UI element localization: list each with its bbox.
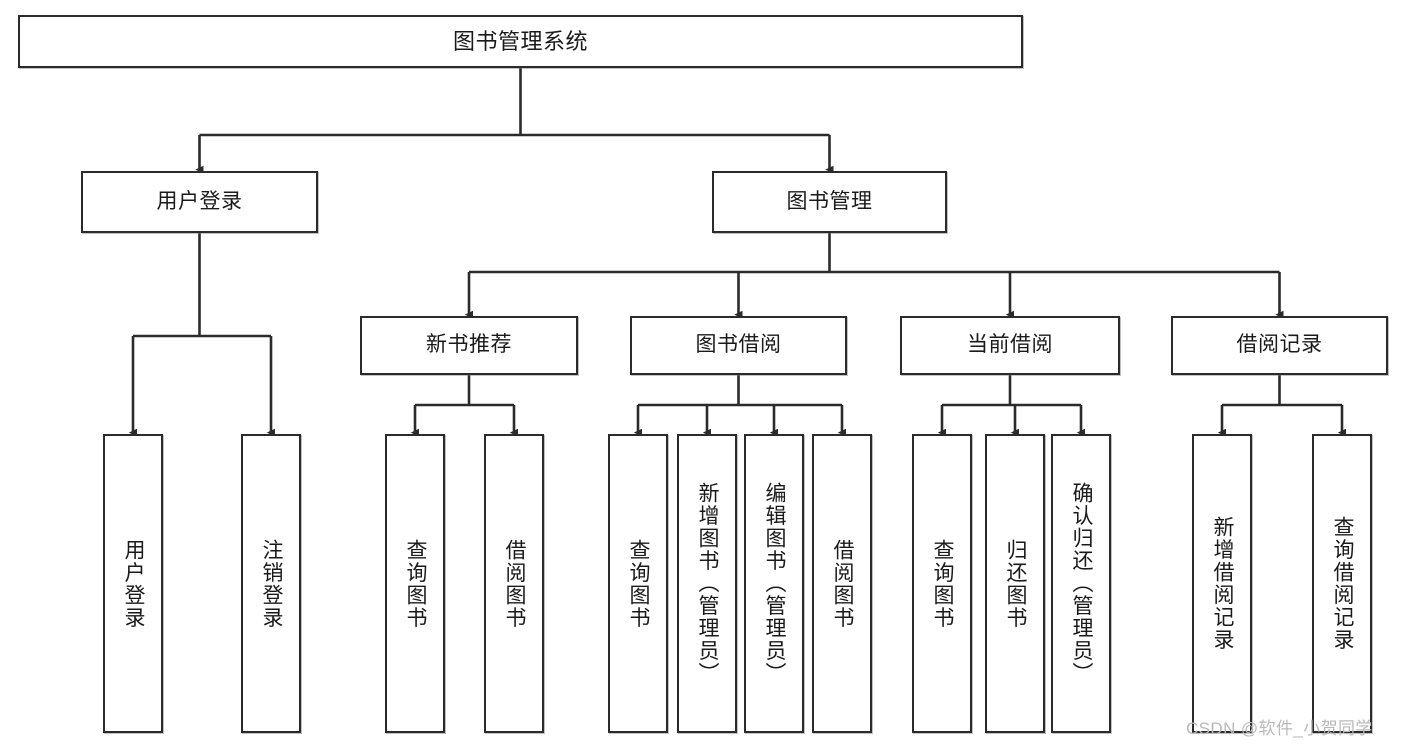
node-leaf-query-book-borrow[interactable]: 查询图书 [608,434,668,733]
node-leaf-query-book-current-label: 查询图书 [931,538,955,629]
node-user-login[interactable]: 用户登录 [81,171,318,233]
node-borrow-record-label: 借阅记录 [1236,333,1323,357]
node-leaf-add-borrow-record[interactable]: 新增借阅记录 [1192,434,1252,733]
node-leaf-query-book-recommend[interactable]: 查询图书 [385,434,445,733]
node-leaf-borrow-book-recommend[interactable]: 借阅图书 [484,434,544,733]
node-current-borrow-label: 当前借阅 [967,333,1053,357]
node-leaf-query-book-current[interactable]: 查询图书 [912,434,972,733]
node-root-label: 图书管理系统 [452,28,588,54]
node-new-book-recommend[interactable]: 新书推荐 [360,316,578,375]
node-leaf-edit-book-admin-label: 编辑图书（管理员） [763,482,787,685]
node-leaf-borrow-book-recommend-label: 借阅图书 [503,538,527,629]
node-leaf-edit-book-admin[interactable]: 编辑图书（管理员） [744,434,804,733]
node-user-login-label: 用户登录 [156,189,243,213]
node-leaf-return-book[interactable]: 归还图书 [985,434,1045,733]
node-leaf-borrow-book-label: 借阅图书 [831,538,855,629]
node-new-book-recommend-label: 新书推荐 [426,333,512,357]
node-leaf-add-borrow-record-label: 新增借阅记录 [1211,516,1235,651]
node-leaf-query-book-recommend-label: 查询图书 [404,538,428,629]
node-leaf-query-borrow-record[interactable]: 查询借阅记录 [1312,434,1372,733]
node-leaf-return-book-label: 归还图书 [1004,538,1028,629]
node-leaf-borrow-book[interactable]: 借阅图书 [812,434,872,733]
node-leaf-user-logout-label: 注销登录 [260,538,284,629]
node-book-management-label: 图书管理 [786,189,873,213]
node-book-borrow[interactable]: 图书借阅 [630,316,847,375]
node-book-management[interactable]: 图书管理 [712,171,947,233]
node-leaf-user-login-label: 用户登录 [122,538,146,629]
node-leaf-add-book-admin-label: 新增图书（管理员） [696,482,720,685]
node-leaf-query-borrow-record-label: 查询借阅记录 [1331,516,1355,651]
node-leaf-user-login[interactable]: 用户登录 [103,434,163,733]
node-leaf-query-book-borrow-label: 查询图书 [627,538,651,629]
node-leaf-user-logout[interactable]: 注销登录 [241,434,301,733]
node-leaf-add-book-admin[interactable]: 新增图书（管理员） [677,434,737,733]
node-current-borrow[interactable]: 当前借阅 [900,316,1120,375]
node-borrow-record[interactable]: 借阅记录 [1171,316,1388,375]
node-book-borrow-label: 图书借阅 [695,333,782,357]
node-root[interactable]: 图书管理系统 [18,15,1023,68]
node-leaf-confirm-return-admin[interactable]: 确认归还（管理员） [1051,434,1111,733]
node-leaf-confirm-return-admin-label: 确认归还（管理员） [1070,482,1094,685]
watermark: CSDN @软件_小贺同学 [1186,719,1373,738]
